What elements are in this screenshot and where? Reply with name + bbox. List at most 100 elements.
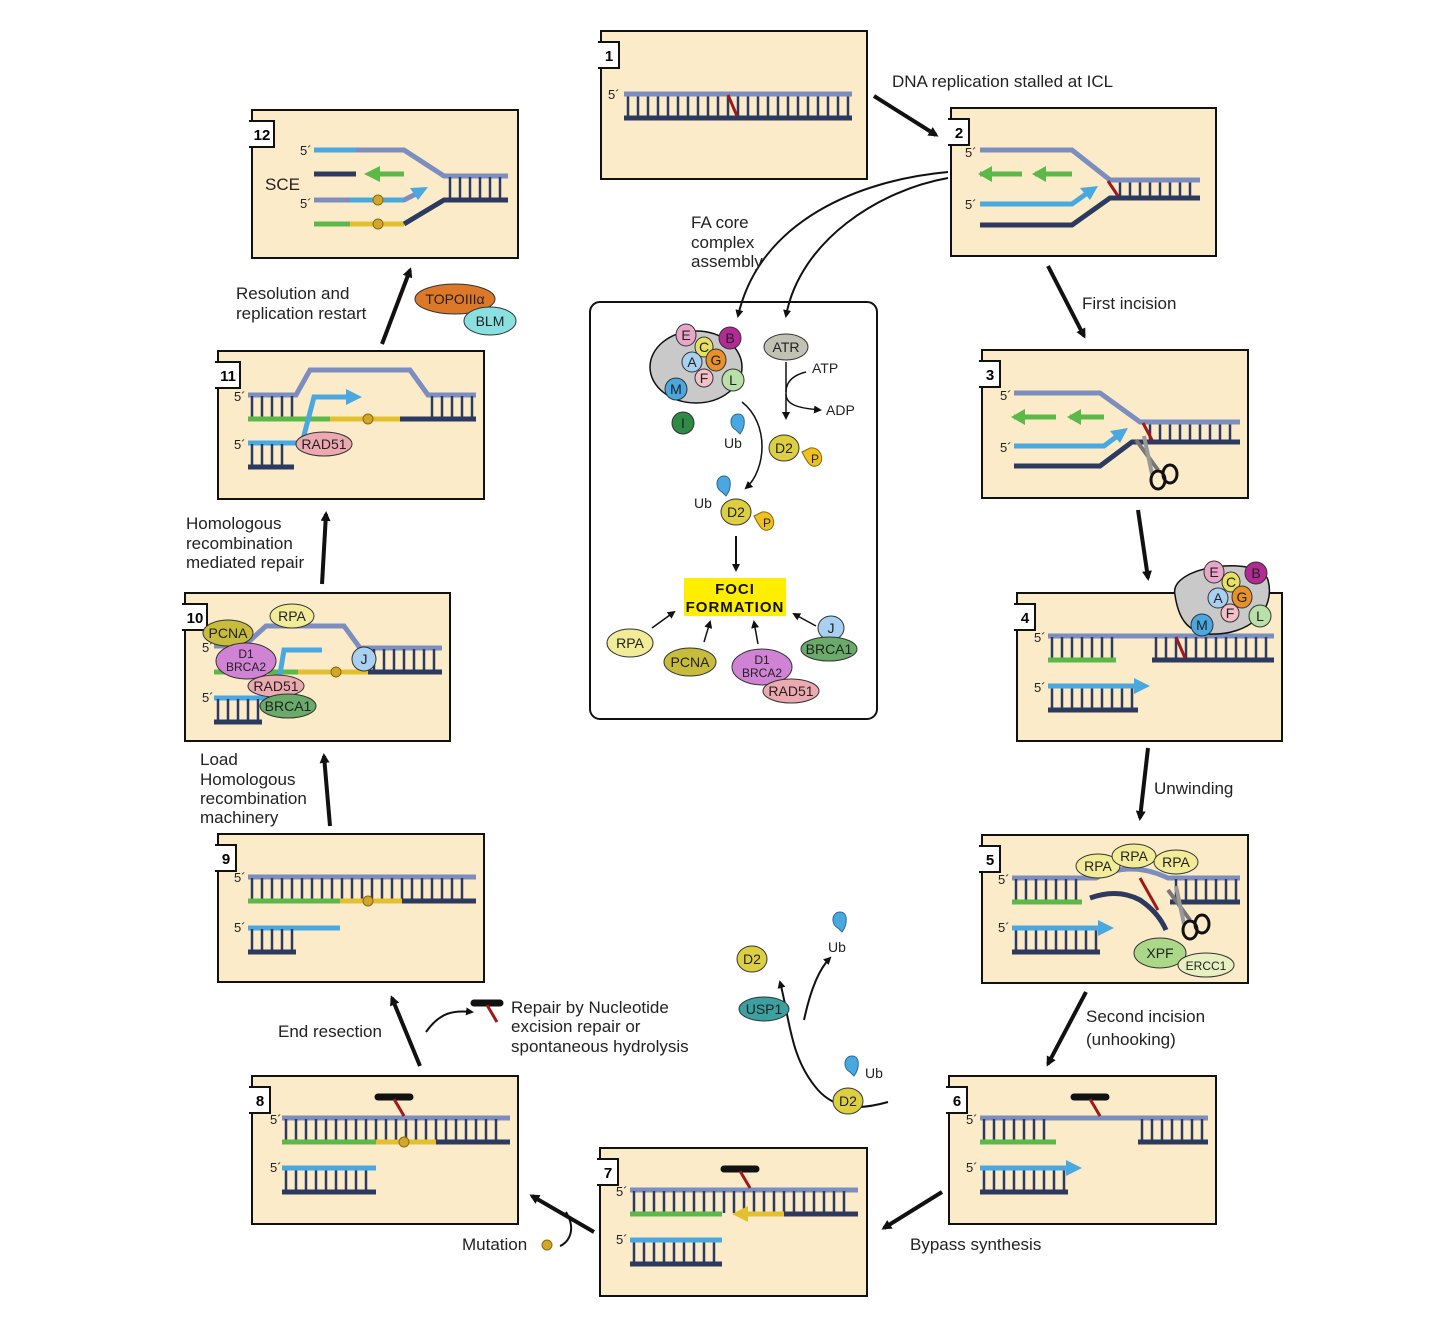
ubiquitin-icon <box>730 413 745 435</box>
ubiquitin-icon <box>716 475 731 497</box>
arrow-to-fa-core <box>735 171 949 318</box>
panel-number-tab: 2 <box>948 118 970 146</box>
protein-d2: D2 <box>768 434 800 462</box>
ub-label: Ub <box>865 1065 883 1081</box>
svg-text:E: E <box>1209 564 1218 580</box>
protein-f: F <box>1220 603 1240 623</box>
panel-6-dna: 5´ 5´ <box>966 1093 1208 1195</box>
label-fa-1: FA core <box>691 213 749 232</box>
protein-d2: D2 <box>720 498 752 526</box>
five-prime-label: 5´ <box>965 145 977 160</box>
panel-number-tab: 3 <box>979 360 1001 388</box>
svg-text:PCNA: PCNA <box>671 654 711 670</box>
protein-rad51: RAD51 <box>295 431 353 457</box>
label-end-resection: End resection <box>278 1022 382 1041</box>
svg-text:E: E <box>681 327 690 343</box>
protein-j: J <box>351 646 377 672</box>
label-load-1: Load <box>200 750 238 769</box>
protein-f: F <box>694 368 714 388</box>
panel-number: 9 <box>222 851 230 868</box>
svg-text:TOPOIIIα: TOPOIIIα <box>425 291 484 307</box>
label-unwinding: Unwinding <box>1154 779 1233 798</box>
ub-label: Ub <box>724 435 742 451</box>
svg-text:BRCA1: BRCA1 <box>806 641 853 657</box>
svg-text:M: M <box>1196 617 1208 633</box>
panel-2-dna: 5´ 5´ <box>965 145 1200 228</box>
svg-text:BLM: BLM <box>476 313 505 329</box>
svg-text:G: G <box>711 352 722 368</box>
protein-topoiiia: TOPOIIIα <box>414 283 496 315</box>
mutation-legend-dot <box>541 1239 553 1251</box>
five-prime-label: 5´ <box>270 1112 282 1127</box>
label-load-3: recombination <box>200 789 307 808</box>
five-prime-label: 5´ <box>1000 388 1012 403</box>
five-prime-label: 5´ <box>966 1112 978 1127</box>
svg-text:RPA: RPA <box>1120 848 1148 864</box>
panel-9 <box>217 833 485 983</box>
protein-brca1: BRCA1 <box>259 693 317 719</box>
panel-number-tab: 9 <box>215 844 237 872</box>
label-stalled: DNA replication stalled at ICL <box>892 72 1113 91</box>
panel-7-dna: 5´ 5´ <box>616 1165 858 1267</box>
panel-8-dna: 5´ 5´ <box>270 1093 510 1195</box>
protein-e: E <box>1203 560 1225 584</box>
five-prime-label: 5´ <box>998 920 1010 935</box>
label-load-2: Homologous <box>200 770 295 789</box>
five-prime-label: 5´ <box>1000 440 1012 455</box>
protein-e: E <box>675 323 697 347</box>
protein-blm: BLM <box>463 306 517 336</box>
panel-number: 1 <box>605 48 613 65</box>
five-prime-label: 5´ <box>234 920 246 935</box>
protein-usp1: USP1 <box>738 996 790 1022</box>
panel-number-tab: 7 <box>597 1158 619 1186</box>
protein-pcna: PCNA <box>202 619 254 647</box>
svg-text:D2: D2 <box>727 504 745 520</box>
svg-text:D2: D2 <box>743 951 761 967</box>
panel-3-dna: 5´ 5´ <box>1000 388 1240 491</box>
protein-l: L <box>1248 604 1272 628</box>
panel-4-dna: 5´ 5´ <box>1034 630 1274 713</box>
label-bypass: Bypass synthesis <box>910 1235 1041 1254</box>
label-second-incision: Second incision <box>1086 1007 1205 1026</box>
five-prime-label: 5´ <box>998 872 1010 887</box>
panel-number: 4 <box>1021 610 1030 627</box>
five-prime-label: 5´ <box>234 437 246 452</box>
panel-7 <box>599 1147 868 1297</box>
protein-pcna: PCNA <box>663 647 717 677</box>
svg-text:M: M <box>670 381 682 397</box>
panel-number: 5 <box>986 852 994 869</box>
protein-g: G <box>1231 585 1253 609</box>
label-mutation: Mutation <box>462 1235 527 1254</box>
panel-number-tab: 6 <box>946 1086 968 1114</box>
panel-6 <box>948 1075 1217 1225</box>
protein-d1-brca2 <box>215 642 277 680</box>
five-prime-label: 5´ <box>202 640 214 655</box>
panel-number: 10 <box>187 610 204 627</box>
scissors-icon <box>1166 885 1211 941</box>
protein-a: A <box>681 351 703 373</box>
protein-d2: D2 <box>736 945 768 973</box>
svg-text:F: F <box>1226 605 1235 621</box>
protein-ercc1: ERCC1 <box>1177 952 1235 978</box>
d1-label: D1 <box>238 647 254 661</box>
svg-text:RPA: RPA <box>616 635 644 651</box>
protein-rpa: RPA <box>606 628 654 658</box>
svg-text:A: A <box>687 354 697 370</box>
svg-text:D2: D2 <box>839 1093 857 1109</box>
panel-number-tab: 11 <box>215 361 241 389</box>
five-prime-label: 5´ <box>300 143 312 158</box>
label-ner-1: Repair by Nucleotide <box>511 998 669 1017</box>
protein-b: B <box>718 326 742 350</box>
svg-text:L: L <box>1256 608 1264 624</box>
panel-11-dna: 5´ 5´ <box>234 367 476 470</box>
foci-label-2: FORMATION <box>686 599 785 616</box>
protein-m: M <box>664 377 688 401</box>
svg-text:RAD51: RAD51 <box>253 678 298 694</box>
brca2-label: BRCA2 <box>742 666 782 680</box>
svg-text:RPA: RPA <box>1162 854 1190 870</box>
protein-rpa: RPA <box>1075 853 1121 879</box>
label-unhooking: (unhooking) <box>1086 1030 1176 1049</box>
mutation-dot <box>398 1136 410 1148</box>
svg-text:L: L <box>729 372 737 388</box>
